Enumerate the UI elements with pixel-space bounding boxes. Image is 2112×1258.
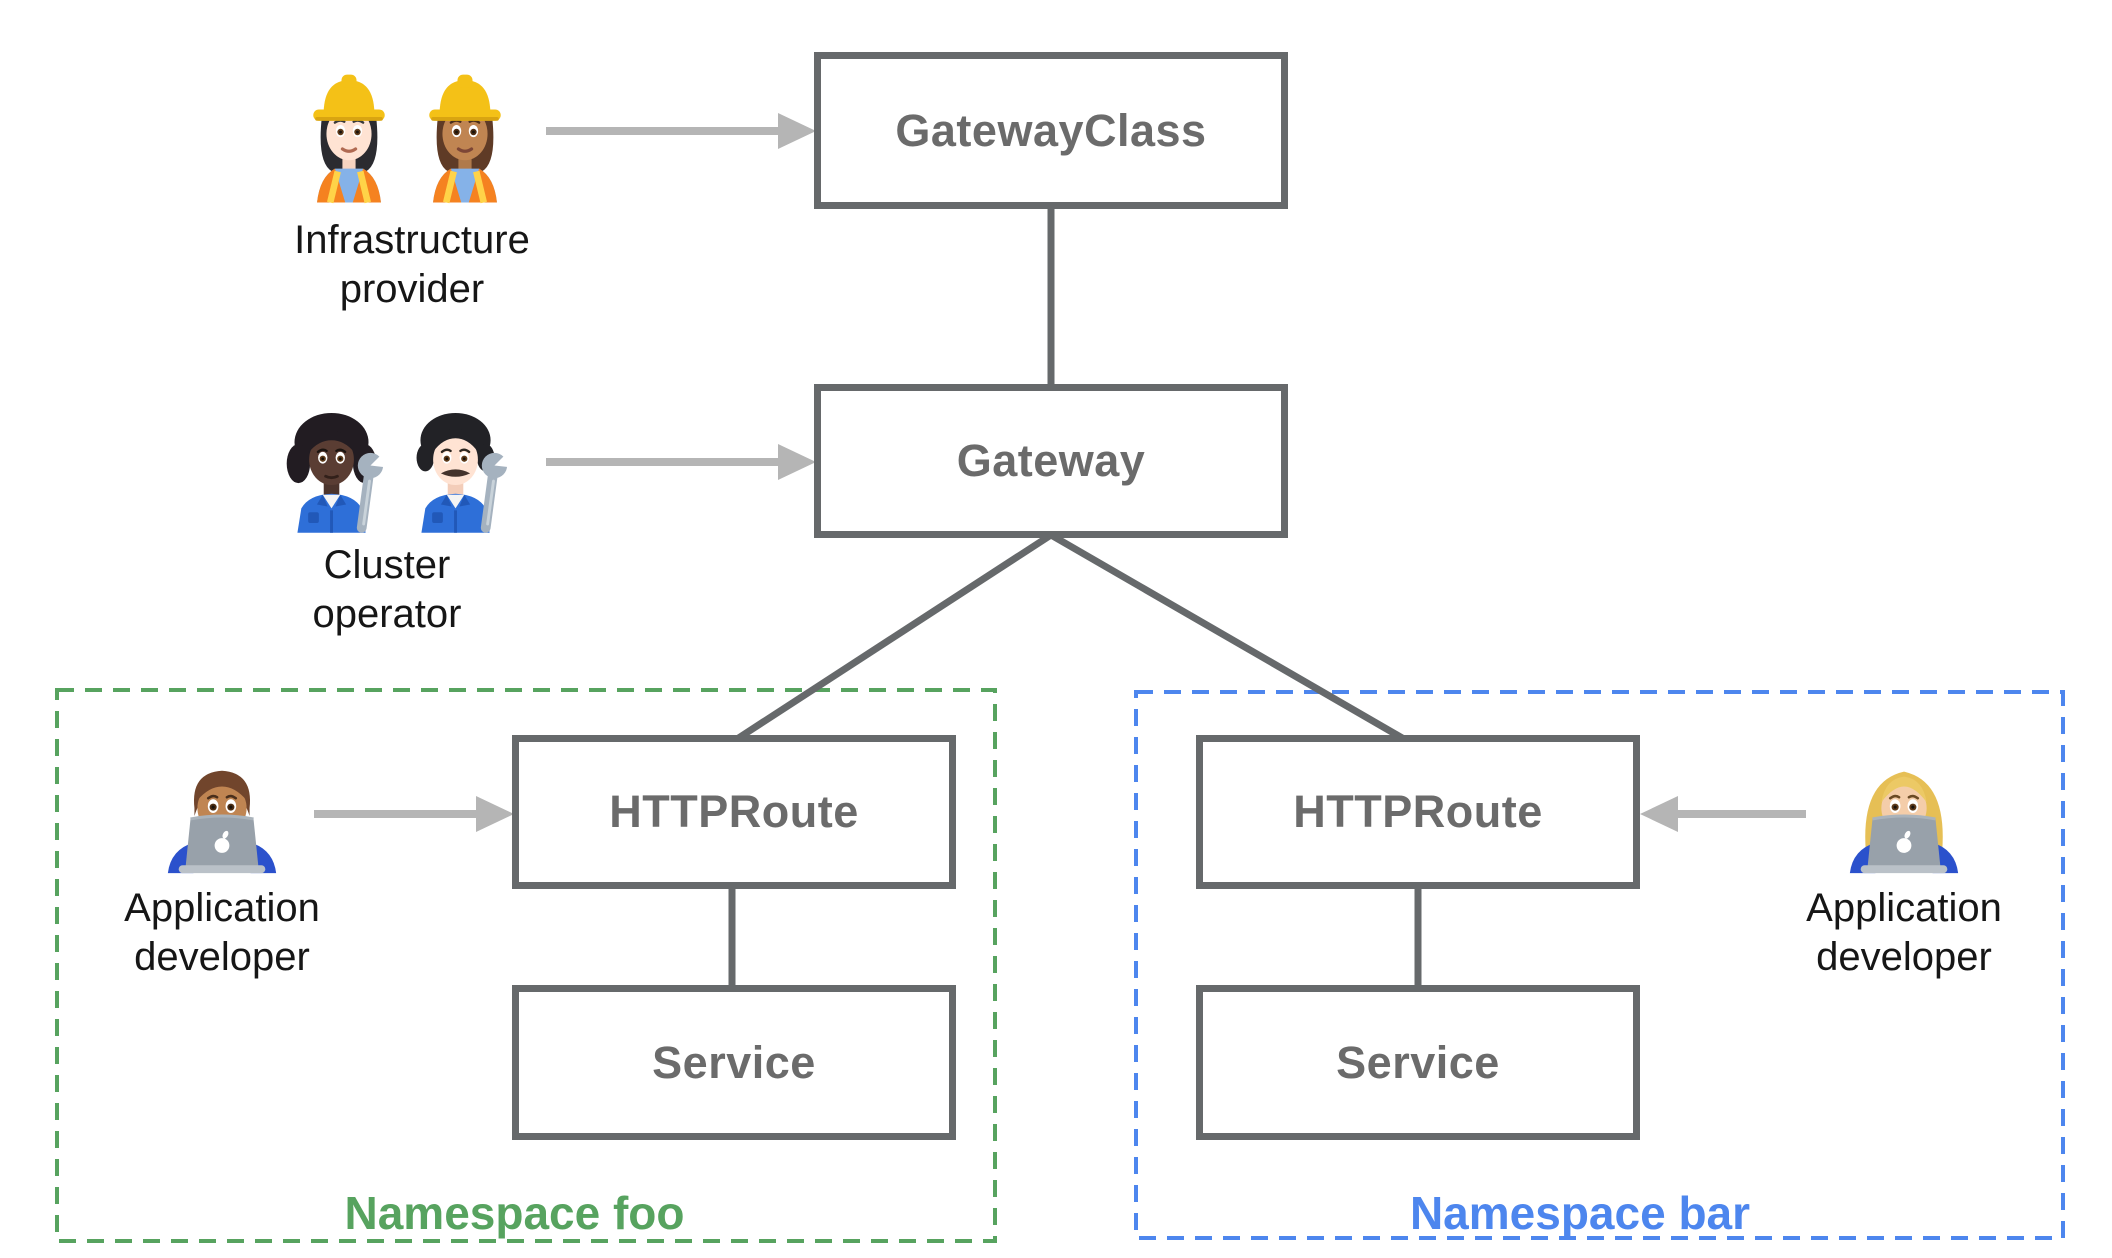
woman-construction-worker-light-icon: [313, 74, 385, 204]
man-mechanic-light-icon: [416, 412, 512, 533]
cluster-operator-icons: [276, 400, 512, 534]
node-httproute-bar: HTTPRoute: [1196, 735, 1640, 889]
node-gateway-label: Gateway: [956, 435, 1146, 486]
node-service-foo-label: Service: [652, 1036, 816, 1088]
app-developer-foo-label: Application developer: [124, 886, 320, 979]
woman-construction-worker-medium-icon: [429, 74, 501, 204]
node-gatewayclass: GatewayClass: [814, 52, 1288, 209]
app-developer-bar-icon: [1840, 756, 1968, 874]
node-service-bar: Service: [1196, 985, 1640, 1140]
node-httproute-bar-label: HTTPRoute: [1293, 786, 1543, 837]
app-developer-foo-icon: [158, 756, 286, 874]
cluster-operator-label: Cluster operator: [312, 543, 462, 636]
edge-gateway-httproute-bar: [1049, 531, 1406, 743]
woman-technologist-icon: [1849, 771, 1959, 874]
app-developer-foo-arrow: [314, 796, 514, 832]
mechanic-dark-icon: [286, 412, 388, 533]
node-service-foo: Service: [512, 985, 956, 1140]
app-developer-bar-label: Application developer: [1806, 886, 2002, 979]
node-gateway: Gateway: [814, 384, 1288, 538]
namespace-foo-region: [55, 688, 997, 1243]
namespace-foo-label: Namespace foo: [344, 1187, 685, 1239]
man-technologist-icon: [167, 770, 277, 874]
infrastructure-provider-icons: [302, 58, 512, 206]
edge-gateway-httproute-foo: [735, 532, 1053, 742]
app-developer-bar-arrow: [1640, 796, 1806, 832]
infrastructure-provider-arrow: [546, 113, 816, 149]
node-httproute-foo-label: HTTPRoute: [609, 786, 859, 837]
namespace-bar-region: [1134, 690, 2065, 1240]
namespace-bar-label: Namespace bar: [1409, 1187, 1751, 1239]
cluster-operator-arrow: [546, 444, 816, 480]
infrastructure-provider-label: Infrastructure provider: [294, 218, 530, 311]
node-service-bar-label: Service: [1336, 1036, 1500, 1088]
node-httproute-foo: HTTPRoute: [512, 735, 956, 889]
node-gatewayclass-label: GatewayClass: [895, 104, 1207, 156]
